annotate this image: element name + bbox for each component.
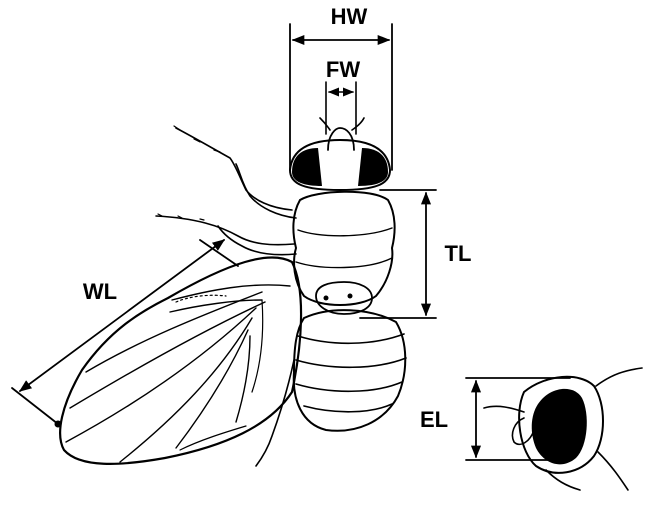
el-label: EL — [420, 407, 448, 432]
tl-label: TL — [445, 241, 472, 266]
fw-label: FW — [326, 57, 360, 82]
head — [289, 117, 391, 191]
legs — [155, 125, 297, 467]
thorax — [292, 190, 396, 315]
tl-measurement — [359, 189, 437, 319]
hw-label: HW — [331, 4, 368, 29]
hw-measurement — [289, 23, 393, 171]
fw-measurement — [325, 81, 357, 135]
eye-inset — [465, 367, 643, 491]
wl-measurement — [11, 239, 239, 428]
abdomen — [292, 309, 407, 432]
wl-label: WL — [83, 279, 117, 304]
